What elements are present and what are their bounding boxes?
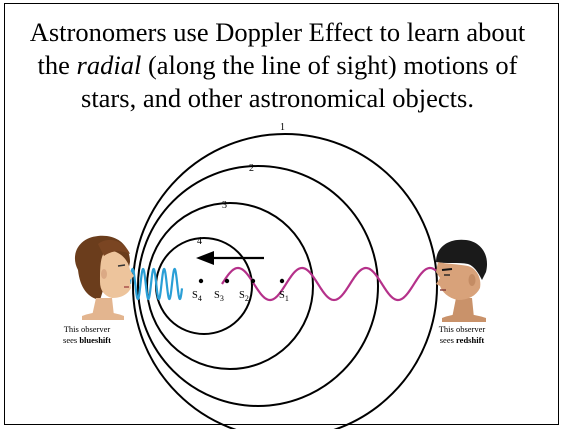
wavefront-label-1: 1 (280, 122, 285, 133)
left-observer-illustration (74, 235, 134, 320)
wavefront-label-4: 4 (197, 236, 202, 247)
source-label-s1: S1 (279, 290, 289, 303)
title-line-2: the radial (along the line of sight) mot… (0, 49, 555, 82)
source-label-s3: S3 (214, 290, 224, 303)
title-line-2-pre: the (37, 50, 77, 80)
title-line-3: stars, and other astronomical objects. (81, 83, 474, 113)
right-observer-caption-line-2: sees redshift (440, 335, 485, 345)
source-dot-s4 (198, 278, 204, 284)
right-observer-caption-line-1: This observer (439, 324, 486, 334)
left-observer-caption-line-2: sees blueshift (63, 335, 111, 345)
title-line-1: Astronomers use Doppler Effect to learn … (29, 17, 526, 47)
wavefront-label-2: 2 (249, 163, 254, 174)
right-observer-illustration (436, 239, 488, 322)
source-dot-s2 (250, 278, 256, 284)
wavefront-label-3: 3 (222, 200, 227, 211)
motion-arrow-head (196, 251, 214, 265)
source-dot-s1 (279, 278, 285, 284)
source-dot-s3 (224, 278, 230, 284)
slide-title: Astronomers use Doppler Effect to learn … (0, 16, 555, 115)
redshift-wave (221, 266, 437, 302)
slide-frame (4, 3, 559, 425)
source-label-s2: S2 (239, 290, 249, 303)
source-label-s4: S4 (192, 290, 202, 303)
left-observer-caption-line-1: This observer (64, 324, 111, 334)
title-radial-word: radial (76, 50, 142, 80)
title-line-2-post: (along the line of sight) motions of (141, 50, 518, 80)
wavefront-circle-4 (155, 237, 253, 335)
blueshift-wave (128, 267, 184, 301)
wavefront-circle-1 (132, 133, 438, 429)
wavefront-circle-2 (137, 165, 379, 407)
